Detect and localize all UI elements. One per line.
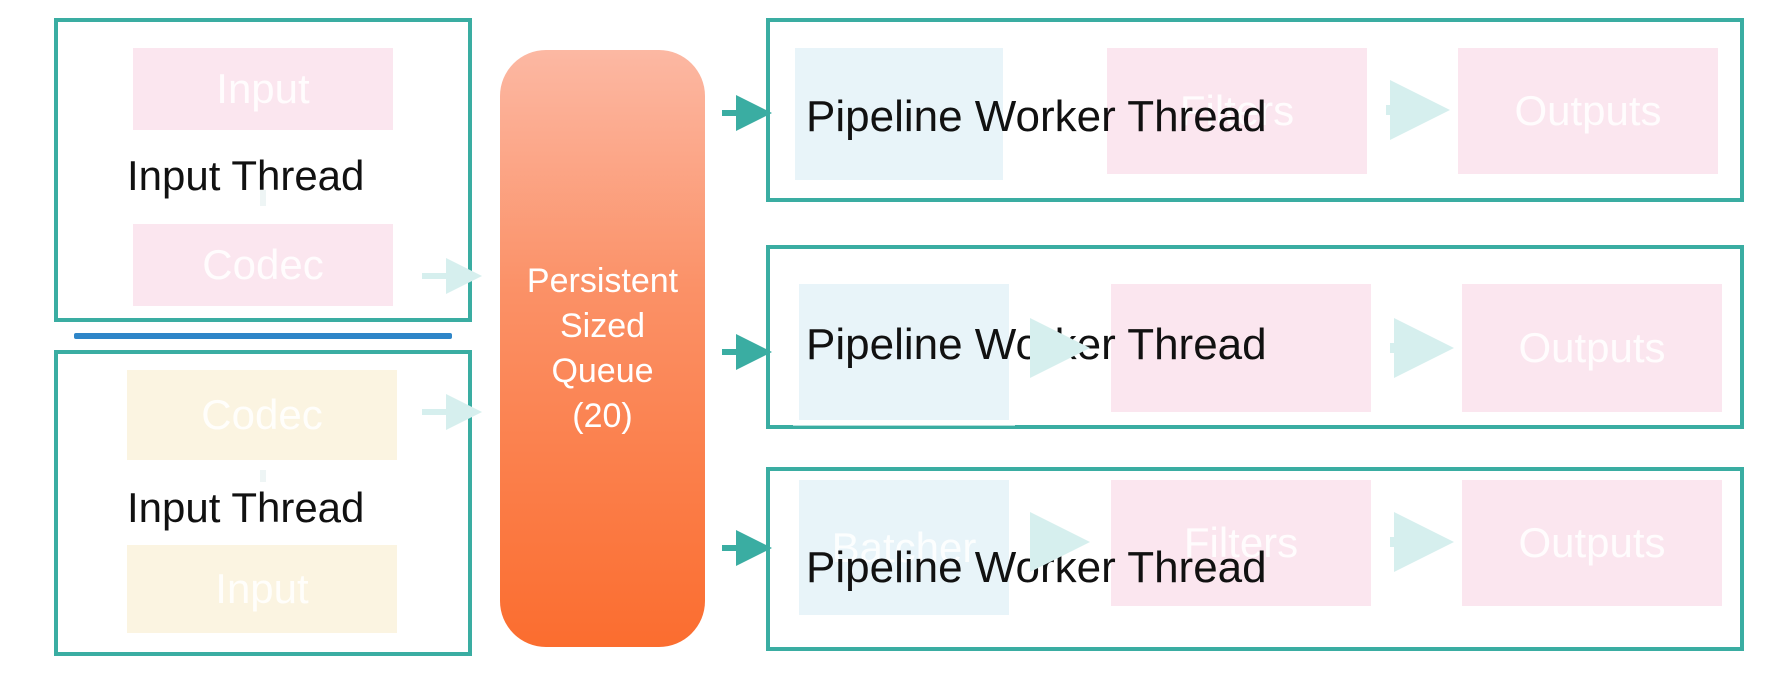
outputs-box: Outputs <box>1462 480 1722 606</box>
queue-line-4: (20) <box>572 396 633 435</box>
outputs-box: Outputs <box>1462 284 1722 412</box>
worker-thread-label-1: Pipeline Worker Thread <box>806 92 1267 141</box>
codec-box: Codec <box>127 370 397 460</box>
input-box: Input <box>127 545 397 633</box>
input-thread-frame-2 <box>54 350 472 656</box>
filters-box: Filters <box>1107 48 1367 174</box>
input-box: Input <box>133 48 393 130</box>
codec-box: Codec <box>133 224 393 306</box>
queue-line-1: Persistent <box>526 261 679 300</box>
persistent-queue: Persistent Sized Queue (20) <box>500 50 705 647</box>
outputs-box: Outputs <box>1458 48 1718 174</box>
filters-box: Filters <box>1111 480 1371 606</box>
batcher-box: Batcher <box>799 480 1009 615</box>
input-thread-label-1: Input Thread <box>127 152 365 199</box>
input-thread-frame-1 <box>54 18 472 322</box>
filters-box <box>1111 284 1371 412</box>
queue-line-3: Queue <box>551 351 654 390</box>
separator-line <box>74 333 452 339</box>
worker-stage-box <box>795 48 1003 180</box>
worker-stage-box <box>799 284 1009 420</box>
queue-line-2: Sized <box>559 306 646 345</box>
input-thread-label-2: Input Thread <box>127 484 365 531</box>
